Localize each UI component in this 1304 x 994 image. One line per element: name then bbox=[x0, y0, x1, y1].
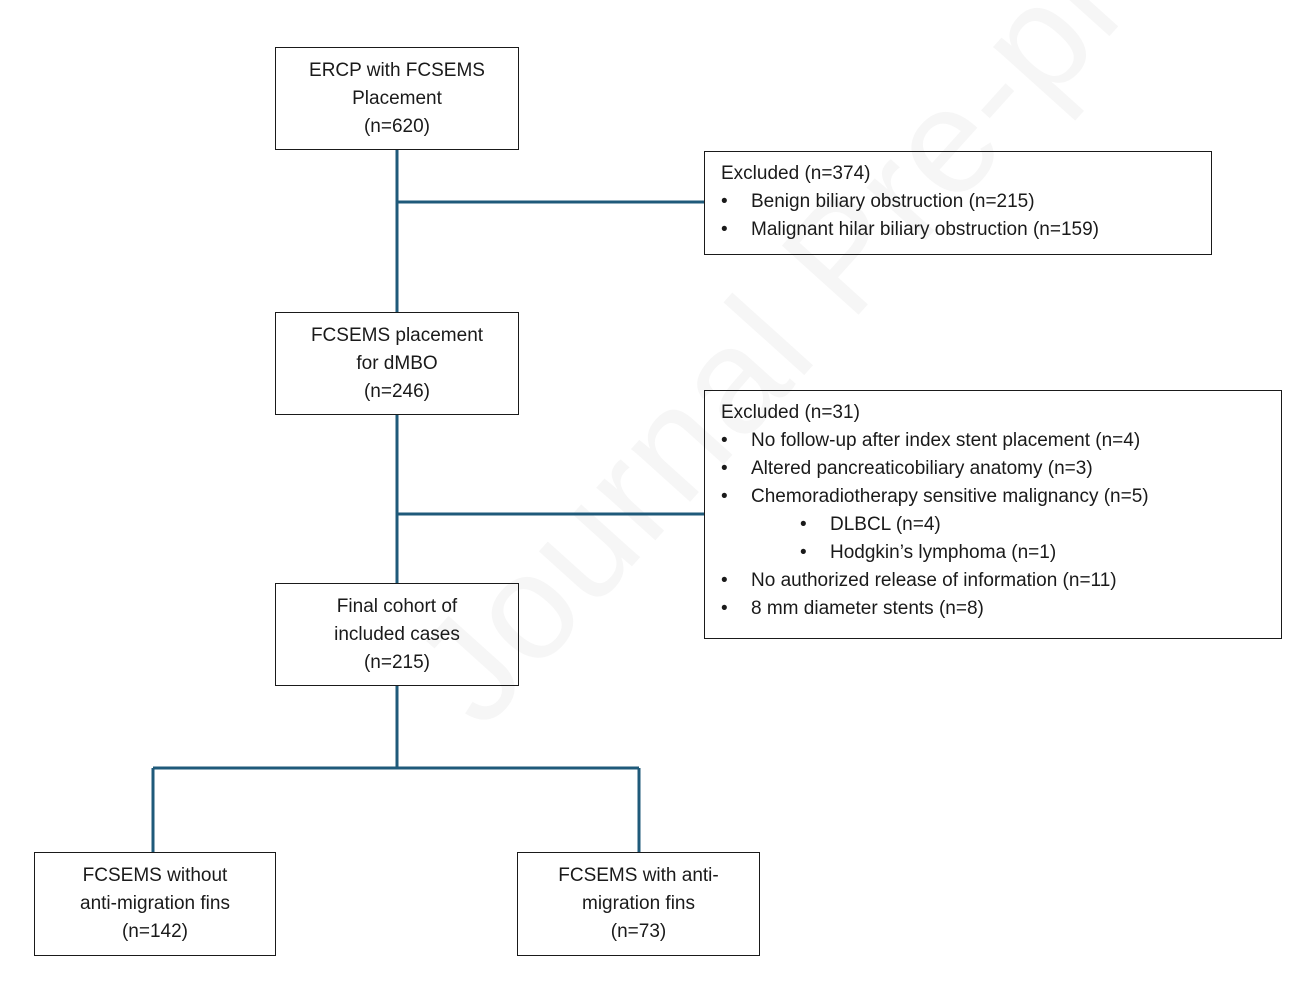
box-line: FCSEMS placement bbox=[310, 324, 484, 346]
excluded-subitem: DLBCL (n=4) bbox=[800, 511, 1267, 539]
box-line: migration fins bbox=[582, 893, 695, 914]
excluded-item: Chemoradiotherapy sensitive malignancy (… bbox=[721, 483, 1267, 511]
excluded-item: Malignant hilar biliary obstruction (n=1… bbox=[721, 216, 1197, 244]
excluded-box-2: Excluded (n=31) No follow-up after index… bbox=[704, 390, 1282, 639]
box-line: anti-migration fins bbox=[80, 893, 230, 914]
box-count: (n=246) bbox=[363, 380, 431, 402]
excluded-title: Excluded (n=31) bbox=[721, 402, 860, 423]
ercp-fcsems-box: ERCP with FCSEMS Placement (n=620) bbox=[275, 47, 519, 150]
excluded-item: No authorized release of information (n=… bbox=[721, 567, 1267, 595]
fcsems-with-fins-box: FCSEMS with anti- migration fins (n=73) bbox=[517, 852, 760, 956]
box-line: FCSEMS without bbox=[82, 865, 228, 886]
fcsems-dmbo-box: FCSEMS placement for dMBO (n=246) bbox=[275, 312, 519, 415]
box-line: Placement bbox=[352, 87, 442, 109]
fcsems-without-fins-box: FCSEMS without anti-migration fins (n=14… bbox=[34, 852, 276, 956]
excluded-title: Excluded (n=374) bbox=[721, 163, 871, 184]
excluded-box-1: Excluded (n=374) Benign biliary obstruct… bbox=[704, 151, 1212, 255]
box-count: (n=73) bbox=[610, 921, 667, 942]
box-count: (n=620) bbox=[363, 115, 431, 137]
excluded-item: 8 mm diameter stents (n=8) bbox=[721, 595, 1267, 623]
excluded-item: Altered pancreaticobiliary anatomy (n=3) bbox=[721, 455, 1267, 483]
box-line: Final cohort of bbox=[336, 595, 458, 617]
box-line: FCSEMS with anti- bbox=[558, 865, 719, 886]
excluded-item: No follow-up after index stent placement… bbox=[721, 427, 1267, 455]
excluded-subitem: Hodgkin’s lymphoma (n=1) bbox=[800, 539, 1267, 567]
box-count: (n=142) bbox=[121, 921, 189, 942]
box-line: for dMBO bbox=[356, 352, 438, 374]
excluded-item: Benign biliary obstruction (n=215) bbox=[721, 188, 1197, 216]
final-cohort-box: Final cohort of included cases (n=215) bbox=[275, 583, 519, 686]
box-line: ERCP with FCSEMS bbox=[309, 59, 485, 81]
box-count: (n=215) bbox=[363, 651, 431, 673]
box-line: included cases bbox=[334, 623, 460, 645]
